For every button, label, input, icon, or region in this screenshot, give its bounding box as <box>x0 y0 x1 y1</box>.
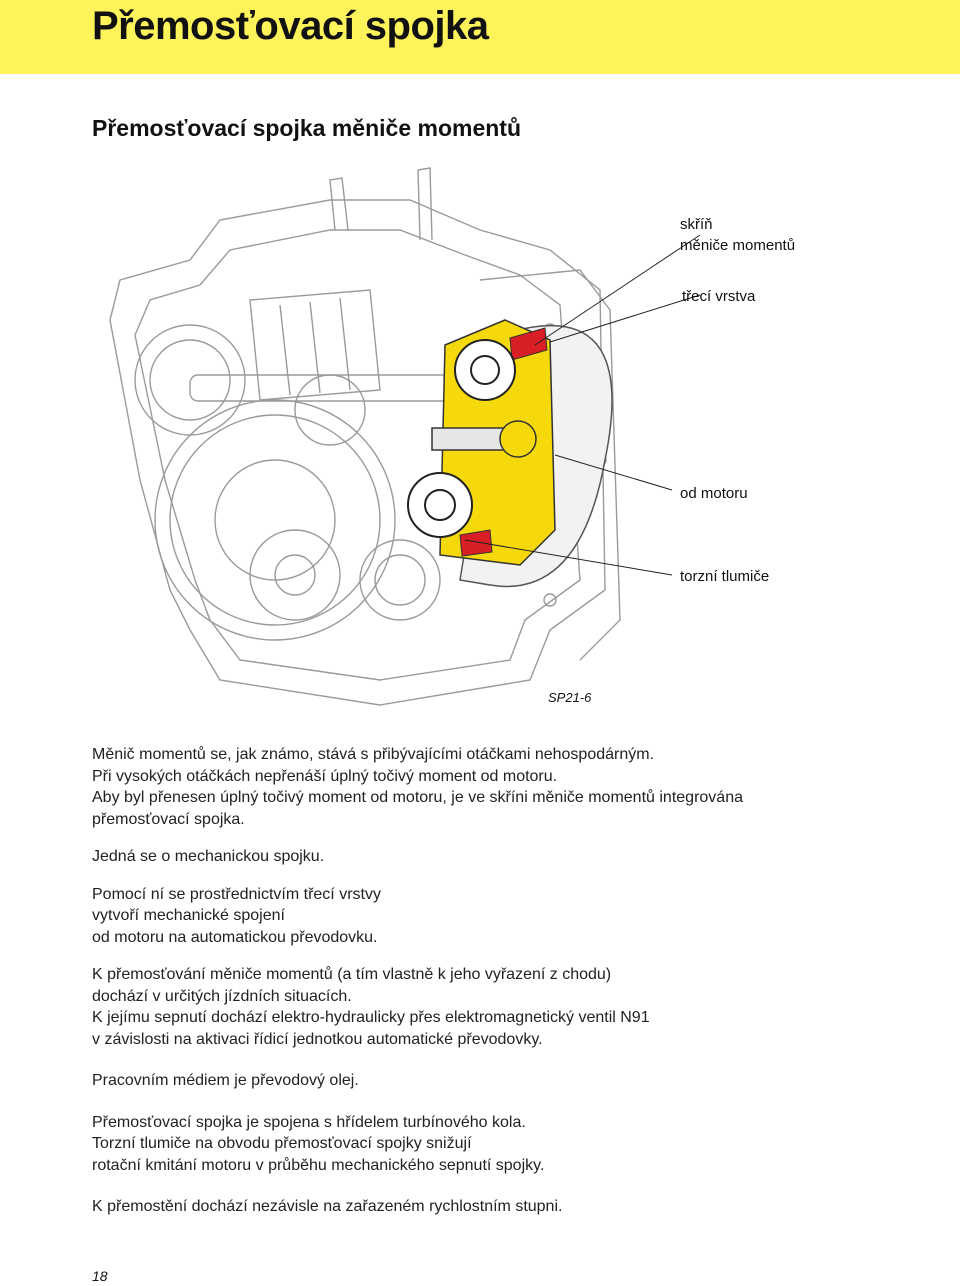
torque-converter-illustration <box>109 167 701 706</box>
text-line: rotační kmitání motoru v průběhu mechani… <box>92 1156 545 1174</box>
paragraph: Měnič momentů se, jak známo, stává s při… <box>92 744 872 830</box>
text-line: Měnič momentů se, jak známo, stává s při… <box>92 746 655 763</box>
paragraph: K přemosťování měniče momentů (a tím vla… <box>92 964 872 1050</box>
gear-shaft-2 <box>359 539 441 621</box>
callout-housing: skříň měniče momentů <box>680 214 795 256</box>
differential <box>249 529 341 621</box>
callout-housing-line1: skříň <box>680 216 713 233</box>
callout-housing-line2: měniče momentů <box>680 237 796 254</box>
text-line: přemosťovací spojka. <box>92 810 245 828</box>
section-title: Přemosťovací spojka měniče momentů <box>92 115 522 141</box>
text-line: K přemosťování měniče momentů (a tím vla… <box>92 966 612 983</box>
friction-layer-top <box>509 327 548 361</box>
mounting-flange <box>479 269 621 661</box>
paragraph: Jedná se o mechanickou spojku. <box>92 846 872 868</box>
callout-friction-layer: třecí vrstva <box>682 288 756 305</box>
friction-layer-bottom <box>459 529 493 557</box>
paragraph: Přemosťovací spojka je spojena s hřídele… <box>92 1112 872 1177</box>
text-line: vytvoří mechanické spojení <box>92 907 285 924</box>
paragraph: Pracovním médiem je převodový olej. <box>92 1070 872 1092</box>
text-line: Torzní tlumiče na obvodu přemosťovací sp… <box>92 1135 472 1152</box>
torsion-damper-bottom <box>407 472 473 538</box>
callout-torsion-damper: torzní tlumiče <box>680 568 770 585</box>
paragraph: K přemostění dochází nezávisle na zařaze… <box>92 1196 872 1218</box>
text-line: v závislosti na aktivaci řídicí jednotko… <box>92 1030 543 1048</box>
torsion-damper-top <box>454 339 516 401</box>
gear-shaft-1 <box>294 374 366 446</box>
figure-code: SP21-6 <box>548 690 592 705</box>
callout-leaders <box>464 234 701 576</box>
text-line: K přemostění dochází nezávisle na zařaze… <box>92 1198 563 1215</box>
vent-pipe-2 <box>417 167 433 241</box>
text-line: Jedná se o mechanickou spojku. <box>92 848 325 865</box>
text-line: Při vysokých otáčkách nepřenáší úplný to… <box>92 767 558 785</box>
clutch-pack <box>249 289 381 401</box>
gear-left <box>134 324 246 436</box>
paragraph: Pomocí ní se prostřednictvím třecí vrstv… <box>92 884 872 949</box>
header-band <box>0 0 960 74</box>
text-line: dochází v určitých jízdních situacích. <box>92 987 352 1005</box>
text-line: Přemosťovací spojka je spojena s hřídele… <box>92 1113 526 1131</box>
text-line: Pomocí ní se prostřednictvím třecí vrstv… <box>92 885 381 903</box>
callout-from-engine: od motoru <box>680 485 748 502</box>
page-title: Přemosťovací spojka <box>92 4 489 48</box>
text-line: od motoru na automatickou převodovku. <box>92 928 378 946</box>
page-number: 18 <box>92 1268 108 1284</box>
text-line: Pracovním médiem je převodový olej. <box>92 1072 359 1089</box>
body-text: Měnič momentů se, jak známo, stává s při… <box>92 744 872 1218</box>
text-line: K jejímu sepnutí dochází elektro-hydraul… <box>92 1009 650 1026</box>
gear-large <box>154 399 396 641</box>
torque-converter-cutaway <box>407 319 613 588</box>
text-line: Aby byl přenesen úplný točivý moment od … <box>92 789 743 806</box>
vent-pipe-1 <box>329 177 349 231</box>
